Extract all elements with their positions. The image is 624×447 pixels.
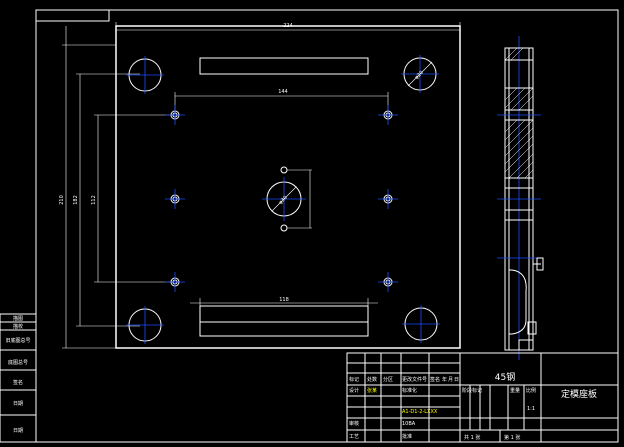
- tb-change-doc: 更改文件号: [402, 376, 427, 383]
- screw-holes: [165, 105, 398, 292]
- tb-scale: 1:1: [527, 406, 535, 412]
- tb-process-label: 工艺: [349, 434, 359, 440]
- tb-zone: 分区: [383, 376, 393, 383]
- center-hole: φ30: [262, 169, 312, 229]
- dim-height-label: 210: [59, 195, 65, 205]
- corner-hole-tr: φ20: [401, 55, 439, 93]
- left-label-1: 描校: [13, 323, 23, 330]
- tb-standardize-label: 标准化: [402, 387, 417, 394]
- corner-hole-bl: [126, 306, 164, 344]
- tb-day: 日: [454, 377, 459, 383]
- left-label-0: 描图: [13, 315, 23, 322]
- left-label-6: 日期: [13, 428, 23, 434]
- bottom-slot: [199, 305, 369, 337]
- tb-drawing-ref: A1-D1-2-LXXX: [402, 409, 438, 415]
- tb-designer: 张某: [367, 387, 377, 394]
- tb-material: 45钢: [495, 371, 515, 383]
- left-label-4: 签名: [13, 379, 23, 386]
- plate-outline: [115, 25, 461, 349]
- dim-144-label: 144: [278, 89, 288, 95]
- tb-weight: 重量: [510, 387, 520, 394]
- tb-part-name: 定模座板: [561, 388, 597, 400]
- tb-design-label: 设计: [349, 387, 359, 394]
- tb-approve-label: 批准: [402, 433, 412, 440]
- tb-count: 处数: [367, 376, 377, 383]
- outer-frame: [35, 9, 619, 443]
- dim-width-label: 224: [283, 23, 293, 29]
- tb-month: 月: [448, 377, 453, 383]
- dim-182-label: 182: [73, 195, 79, 205]
- side-section-view: [497, 36, 544, 360]
- tb-year: 年: [442, 376, 447, 383]
- corner-hole-br: [402, 305, 440, 343]
- frame-corner-box: [35, 9, 110, 22]
- left-label-3: 底图总号: [8, 359, 28, 366]
- dim-118-label: 118: [279, 297, 289, 303]
- title-block: 标记 处数 分区 更改文件号 签名 年 月 日 设计 张某 标准化 审核 工艺 …: [346, 352, 619, 443]
- tb-sheet-no: 第 1 张: [504, 434, 520, 441]
- left-label-2: 旧底图总号: [5, 337, 30, 344]
- left-label-5: 日期: [13, 401, 23, 407]
- tb-check-label: 审核: [349, 420, 359, 427]
- left-panel: 描图 描校 旧底图总号 底图总号 签名 日期 日期: [0, 313, 37, 443]
- tb-sheet-total: 共 1 张: [464, 434, 480, 441]
- dim-112-label: 112: [91, 195, 97, 205]
- corner-hole-tl: [126, 56, 164, 94]
- top-slot: [199, 57, 369, 75]
- center-hole-callout: φ30: [278, 195, 289, 206]
- tb-stage: 阶段标记: [462, 387, 482, 394]
- tb-mark: 标记: [349, 376, 359, 383]
- corner-hole-callout: φ20: [414, 70, 425, 81]
- tb-tiny: 10BA: [402, 421, 416, 427]
- tb-sign: 签名: [430, 376, 440, 383]
- tb-scale-label: 比例: [526, 387, 536, 394]
